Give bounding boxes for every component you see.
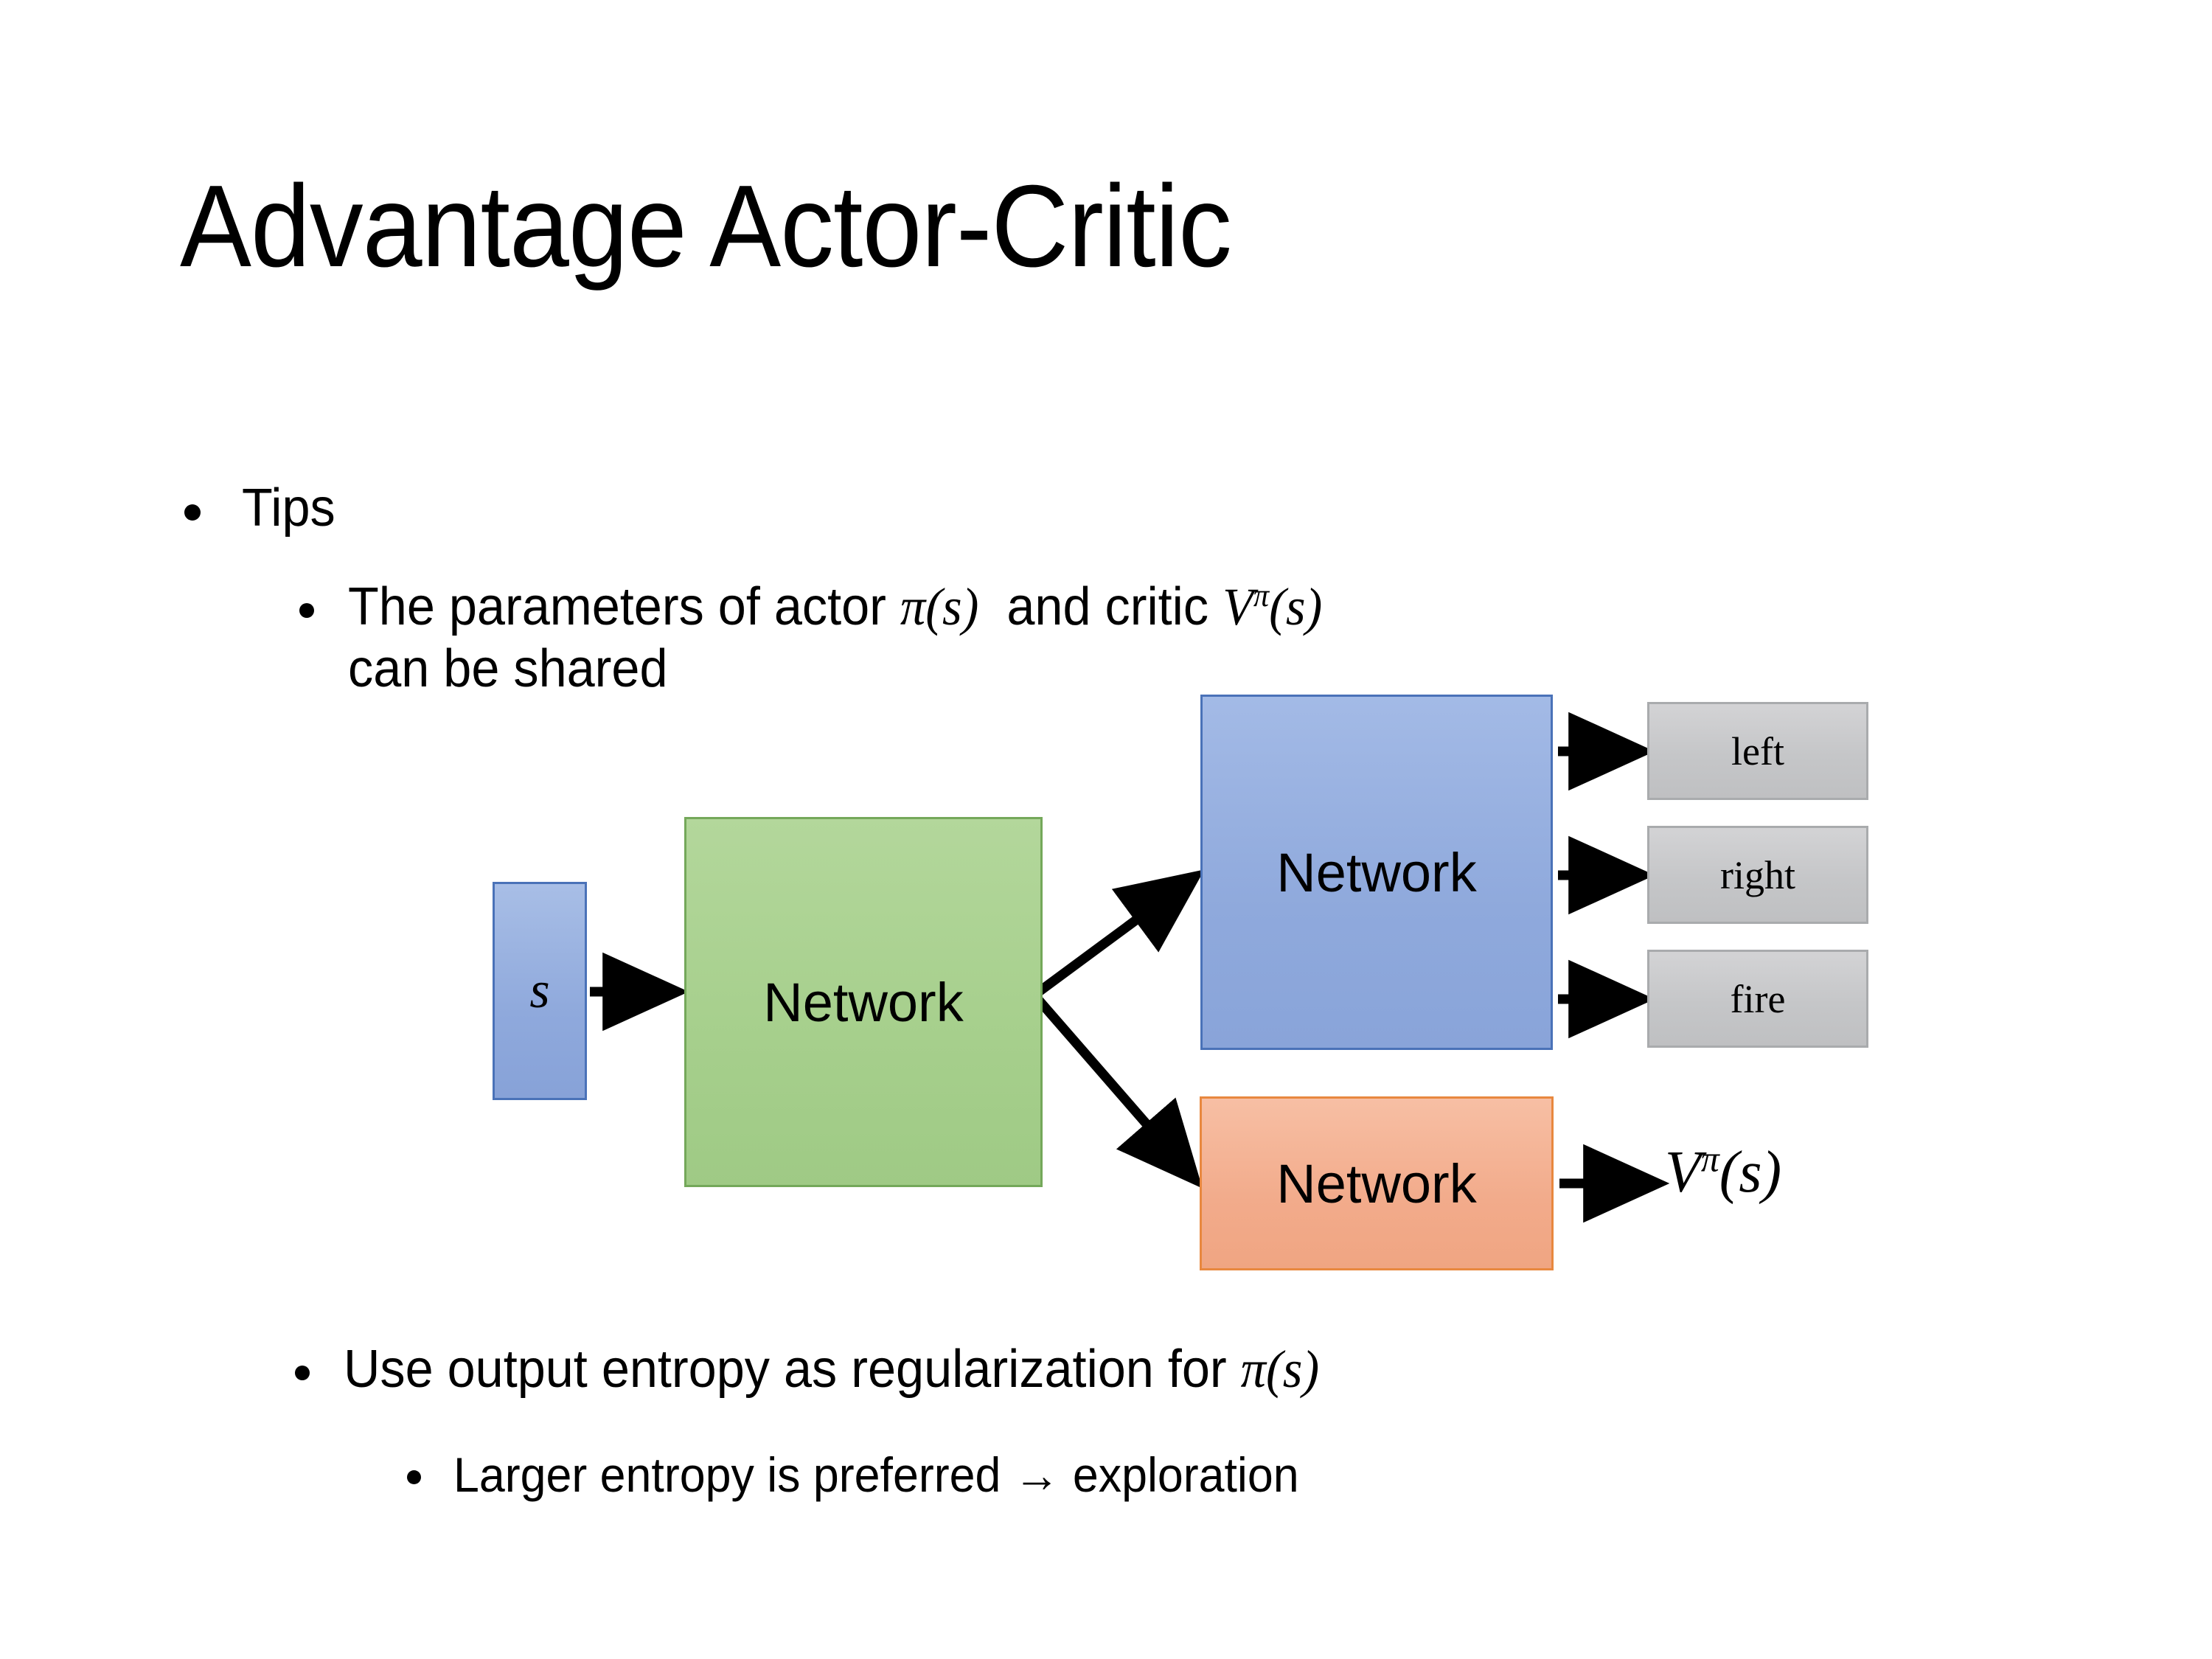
bullet-dot-icon — [407, 1447, 421, 1484]
value-tail: (s) — [1719, 1140, 1782, 1205]
arrow-shared-to-critic — [1032, 993, 1203, 1189]
state-input-box: s — [493, 882, 587, 1100]
action-output-label: right — [1720, 852, 1795, 897]
page-title: Advantage Actor-Critic — [180, 161, 1232, 291]
value-superscript-pi: π — [1700, 1138, 1719, 1180]
value-v-base: V — [1665, 1140, 1701, 1205]
bullet-label: Use output entropy as regularization for… — [344, 1339, 1319, 1401]
math-v-superscript-pi: π — [1253, 577, 1270, 613]
action-output-right: right — [1647, 826, 1868, 924]
shared-network-label: Network — [763, 971, 964, 1033]
bullet-text-prefix: Use output entropy as regularization for — [344, 1340, 1241, 1399]
bullet-item-entropy-regularization: Use output entropy as regularization for… — [295, 1339, 1371, 1401]
action-output-label: left — [1731, 728, 1784, 773]
bullet-text-prefix: The parameters of actor — [348, 577, 900, 636]
critic-value-output-label: Vπ(s) — [1665, 1139, 1781, 1206]
bullet-text-mid: and critic — [978, 577, 1223, 636]
action-output-fire: fire — [1647, 950, 1868, 1048]
math-pi-of-s: π(s) — [900, 577, 979, 636]
bullet-label: Tips — [242, 479, 335, 538]
bullet-label: Larger entropy is preferred → exploratio… — [453, 1447, 1299, 1502]
state-label: s — [529, 962, 550, 1019]
bullet-dot-icon — [184, 478, 201, 521]
critic-network-label: Network — [1276, 1152, 1477, 1214]
bullet-text-line2: can be shared — [348, 639, 668, 698]
bullet-dot-icon — [299, 577, 314, 618]
critic-network-box: Network — [1200, 1096, 1554, 1270]
shared-network-box: Network — [684, 817, 1043, 1187]
actor-network-label: Network — [1276, 841, 1477, 903]
action-output-label: fire — [1730, 976, 1786, 1021]
bullet-label: The parameters of actor π(s) and critic … — [348, 577, 1322, 700]
actor-network-box: Network — [1200, 695, 1553, 1050]
bullet-dot-icon — [295, 1339, 310, 1380]
bullet-item-larger-entropy: Larger entropy is preferred → exploratio… — [407, 1447, 1343, 1503]
math-pi-of-s: π(s) — [1240, 1340, 1320, 1399]
math-v-base: V — [1222, 577, 1253, 636]
math-v-tail: (s) — [1269, 577, 1323, 636]
arrow-shared-to-actor — [1033, 869, 1205, 998]
bullet-item-shared-parameters: The parameters of actor π(s) and critic … — [299, 577, 2084, 700]
bullet-item-tips: Tips — [184, 478, 340, 540]
action-output-left: left — [1647, 702, 1868, 800]
